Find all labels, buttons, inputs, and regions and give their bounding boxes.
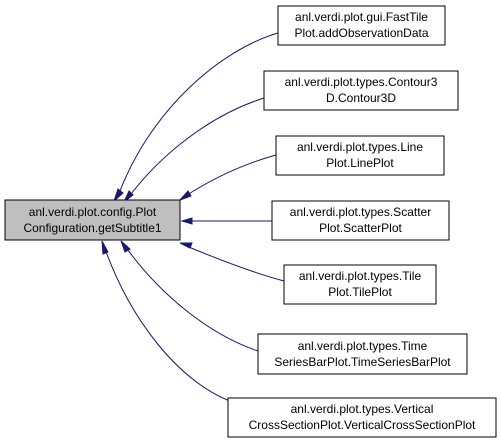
edge-lineplot xyxy=(183,154,277,198)
edge-tileplot xyxy=(183,244,285,282)
caller-node-label-line1: anl.verdi.plot.types.Line xyxy=(297,140,423,154)
caller-node-label-line2: SeriesBarPlot.TimeSeriesBarPlot xyxy=(274,355,451,369)
edge-timeseriesbarplot-arrowhead xyxy=(120,240,131,253)
caller-node-fasttile[interactable]: anl.verdi.plot.gui.FastTile Plot.addObse… xyxy=(277,5,446,46)
caller-node-label-line2: Plot.LinePlot xyxy=(326,156,394,170)
caller-node-contour3d[interactable]: anl.verdi.plot.types.Contour3 D.Contour3… xyxy=(263,70,459,111)
caller-node-box xyxy=(263,70,459,111)
focus-node-box xyxy=(4,199,181,241)
caller-node-label-line2: Plot.TilePlot xyxy=(328,285,392,299)
caller-node-scatterplot[interactable]: anl.verdi.plot.types.Scatter Plot.Scatte… xyxy=(271,200,450,241)
focus-node[interactable]: anl.verdi.plot.config.Plot Configuration… xyxy=(4,199,181,241)
caller-node-box xyxy=(277,5,446,46)
caller-node-box xyxy=(271,200,450,241)
focus-node-label-line2: Configuration.getSubtitle1 xyxy=(23,221,161,235)
caller-node-box xyxy=(275,135,445,176)
focus-node-label-line1: anl.verdi.plot.config.Plot xyxy=(29,205,157,219)
edge-fasttile-arrowhead xyxy=(112,188,124,203)
edge-contour3d-arrowhead xyxy=(123,190,134,203)
caller-node-box xyxy=(283,264,437,305)
caller-node-label-line1: anl.verdi.plot.types.Scatter xyxy=(290,205,431,219)
caller-node-label-line2: D.Contour3D xyxy=(326,91,396,105)
caller-node-label-line1: anl.verdi.plot.types.Vertical xyxy=(291,402,434,416)
caller-node-timeseriesbarplot[interactable]: anl.verdi.plot.types.Time SeriesBarPlot.… xyxy=(257,333,468,375)
caller-node-label-line1: anl.verdi.plot.gui.FastTile xyxy=(295,10,428,24)
edge-verticalcrosssection xyxy=(103,245,239,405)
edge-timeseriesbarplot xyxy=(124,245,259,352)
caller-node-label-line1: anl.verdi.plot.types.Tile xyxy=(299,269,422,283)
caller-node-box xyxy=(257,333,468,375)
edge-scatterplot-arrowhead xyxy=(180,217,193,225)
caller-node-label-line2: Plot.addObservationData xyxy=(294,26,428,40)
caller-node-tileplot[interactable]: anl.verdi.plot.types.Tile Plot.TilePlot xyxy=(283,264,437,305)
edges xyxy=(101,32,285,405)
edge-contour3d xyxy=(127,97,265,199)
caller-node-label-line2: Plot.ScatterPlot xyxy=(319,221,402,235)
caller-node-label-line1: anl.verdi.plot.types.Time xyxy=(298,339,428,353)
caller-node-verticalcrosssection[interactable]: anl.verdi.plot.types.Vertical CrossSecti… xyxy=(227,397,497,438)
edge-tileplot-arrowhead xyxy=(179,242,193,249)
edge-lineplot-arrowhead xyxy=(179,190,192,201)
caller-node-box xyxy=(227,397,497,438)
edge-verticalcrosssection-arrowhead xyxy=(101,240,109,255)
edge-fasttile xyxy=(117,32,279,197)
caller-node-label-line1: anl.verdi.plot.types.Contour3 xyxy=(285,75,438,89)
caller-node-label-line2: CrossSectionPlot.VerticalCrossSectionPlo… xyxy=(249,418,476,432)
caller-node-lineplot[interactable]: anl.verdi.plot.types.Line Plot.LinePlot xyxy=(275,135,445,176)
